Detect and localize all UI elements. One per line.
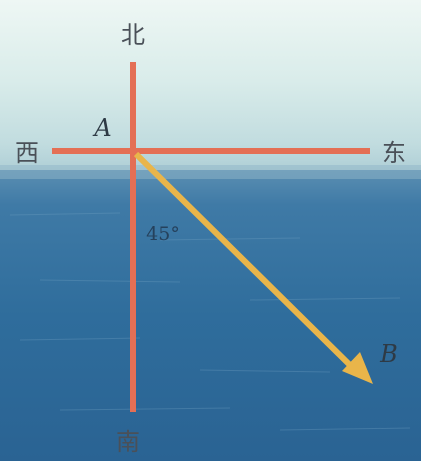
compass-axes	[52, 62, 370, 412]
arrowhead-icon	[342, 352, 373, 384]
east-label: 东	[382, 139, 406, 167]
path-a-to-b-line	[133, 151, 360, 375]
north-label: 北	[121, 21, 145, 49]
west-label: 西	[15, 139, 39, 167]
south-label: 南	[116, 428, 140, 456]
angle-label: 45°	[146, 223, 180, 245]
bearing-path	[133, 151, 373, 384]
point-a-label: A	[92, 114, 111, 142]
point-b-label: B	[379, 340, 398, 368]
